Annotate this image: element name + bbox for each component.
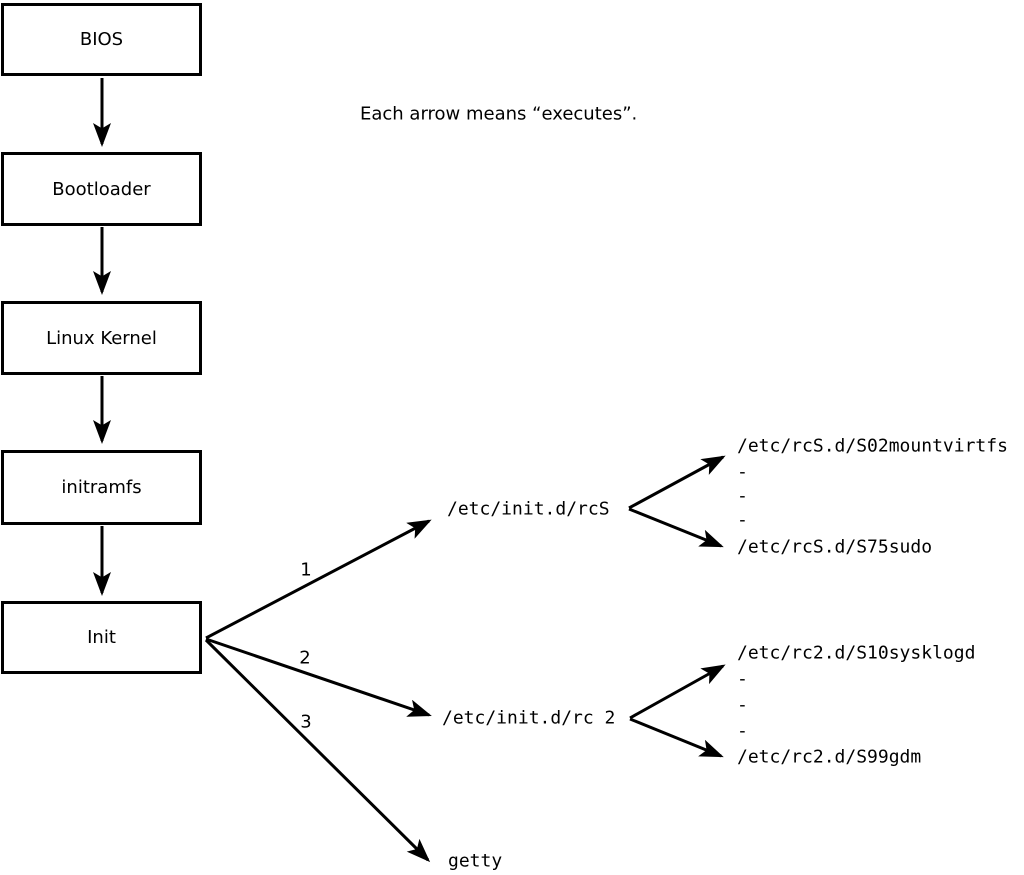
box-initramfs: initramfs xyxy=(1,450,202,525)
rcs-ellipsis-dash: - xyxy=(737,485,748,507)
rcs-ellipsis-dash: - xyxy=(737,461,748,483)
arrow-rc2-to-s99gdm xyxy=(629,717,724,758)
node-etc-init-d-rc2: /etc/init.d/rc 2 xyxy=(442,707,616,729)
node-rcs-script-s02mountvirtfs: /etc/rcS.d/S02mountvirtfs xyxy=(737,435,1008,457)
rc2-ellipsis-dash: - xyxy=(737,668,748,690)
node-getty: getty xyxy=(448,850,503,872)
box-linux-kernel-label: Linux Kernel xyxy=(46,327,157,349)
rcs-ellipsis-dash: - xyxy=(737,509,748,531)
box-bootloader: Bootloader xyxy=(1,152,202,226)
box-bios: BIOS xyxy=(1,3,202,76)
rc2-ellipsis-dash: - xyxy=(737,694,748,716)
box-initramfs-label: initramfs xyxy=(61,477,142,498)
box-linux-kernel: Linux Kernel xyxy=(1,301,202,375)
branch-label-3: 3 xyxy=(300,711,312,733)
arrow-rcs-to-s02mountvirtfs xyxy=(628,455,726,510)
node-etc-init-d-rcs: /etc/init.d/rcS xyxy=(447,498,610,520)
arrow-rcs-to-s75sudo xyxy=(628,507,724,548)
arrow-init-to-getty xyxy=(204,638,431,863)
box-bootloader-label: Bootloader xyxy=(52,178,151,200)
node-rc2-script-s10sysklogd: /etc/rc2.d/S10sysklogd xyxy=(737,642,976,664)
branch-label-2: 2 xyxy=(299,647,311,669)
box-init-label: Init xyxy=(87,627,116,648)
node-rc2-script-s99gdm: /etc/rc2.d/S99gdm xyxy=(737,746,922,768)
arrow-init-to-rc2 xyxy=(205,637,432,717)
box-bios-label: BIOS xyxy=(79,29,124,50)
box-init: Init xyxy=(1,601,202,674)
arrow-rc2-to-s10sysklogd xyxy=(629,664,726,720)
branch-label-1: 1 xyxy=(300,559,312,581)
arrow-init-to-rcs xyxy=(205,519,432,640)
diagram-caption: Each arrow means “executes”. xyxy=(360,103,638,125)
rc2-ellipsis-dash: - xyxy=(737,720,748,742)
node-rcs-script-s75sudo: /etc/rcS.d/S75sudo xyxy=(737,536,933,558)
